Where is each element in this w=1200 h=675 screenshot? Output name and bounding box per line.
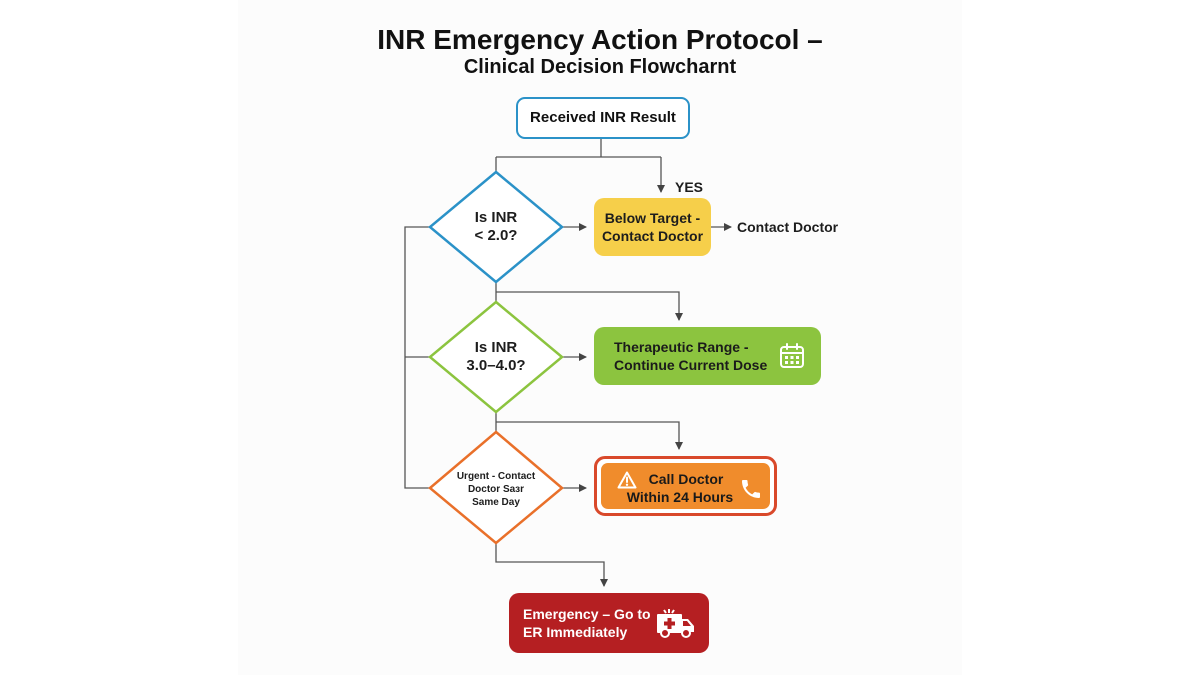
decision-1-label: Is INR < 2.0? (446, 209, 546, 245)
page-title: INR Emergency Action Protocol – (377, 24, 823, 55)
decision-2-line1: Is INR (474, 339, 518, 356)
start-label: Received INR Result (530, 109, 676, 126)
outcome-therapeutic-range: Therapeutic Range - Continue Current Dos… (594, 327, 821, 385)
yes-label: YES (675, 179, 704, 195)
outcome-3-line1: Call Doctor (648, 471, 724, 487)
decision-3-line3: Same Day (472, 497, 520, 508)
connector-d2-branch (496, 421, 683, 450)
outcome-3-line2: Within 24 Hours (626, 489, 734, 505)
decision-3-label: Urgent - Contact Doctor Saзr Same Day (446, 470, 546, 509)
outcome-below-target: Below Target - Contact Doctor (594, 198, 711, 256)
outcome-1-line2: Contact Doctor (601, 228, 704, 244)
outcome-2-line2: Continue Current Dose (614, 357, 768, 373)
page-subtitle: Clinical Decision Flowcharnt (463, 56, 737, 78)
decision-diamond-2 (428, 300, 564, 414)
calendar-icon (780, 343, 804, 368)
ambulance-icon (657, 609, 694, 638)
outcome-1-line1: Below Target - (604, 210, 701, 226)
phone-icon (742, 480, 760, 498)
decision-3-line1: Urgent - Contact (456, 471, 536, 482)
outcome-4-line1: Emergency – Go to (523, 606, 651, 622)
outcome-2-line1: Therapeutic Range - (614, 339, 749, 355)
warning-icon (617, 471, 637, 489)
connector-d3-outcome4 (495, 543, 608, 587)
decision-2-label: Is INR 3.0–4.0? (446, 339, 546, 375)
start-node: Received INR Result (516, 97, 690, 139)
decision-1-line1: Is INR (474, 209, 518, 226)
decision-2-line2: 3.0–4.0? (466, 357, 526, 374)
outcome-4-line2: ER Immediately (523, 624, 628, 640)
decision-diamond-3 (428, 430, 564, 545)
connector-d1-branch (496, 291, 683, 321)
decision-1-line2: < 2.0? (474, 227, 518, 244)
outcome-emergency: Emergency – Go to ER Immediately (509, 593, 709, 653)
contact-doctor-side-label: Contact Doctor (737, 219, 839, 235)
outcome-call-doctor-fill: Call Doctor Within 24 Hours (601, 463, 770, 509)
outcome-call-doctor: Call Doctor Within 24 Hours (594, 456, 777, 516)
decision-3-line2: Doctor Saзr (467, 484, 525, 495)
decision-diamond-1 (428, 170, 564, 284)
